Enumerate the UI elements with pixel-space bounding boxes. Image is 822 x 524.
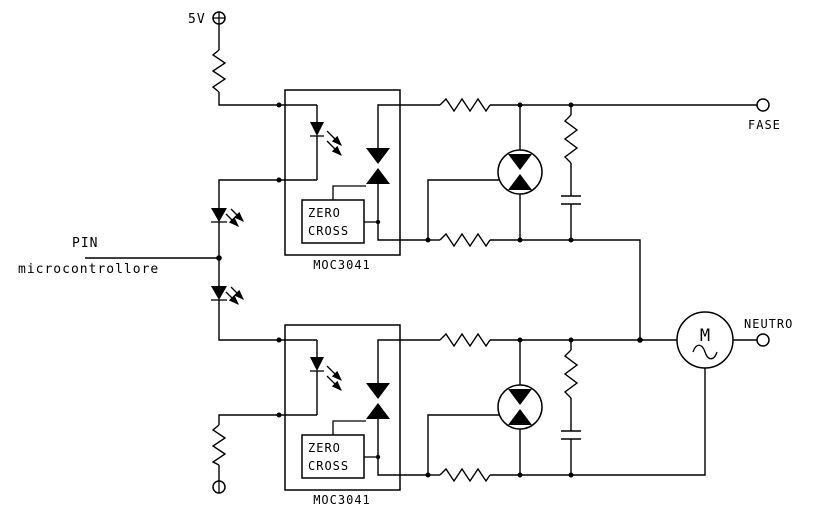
- triac-1-icon: [427, 105, 543, 240]
- opto2-triac-icon: [366, 339, 440, 476]
- motor: M NEUTRO: [640, 311, 793, 369]
- triac-2-gate-wire: [427, 414, 499, 475]
- snubber-2: [561, 340, 581, 475]
- fase-label: FASE: [748, 118, 781, 132]
- opto1-triac-icon: [366, 104, 440, 241]
- supply-terminal: 5V: [188, 11, 226, 50]
- junction-dot: [276, 102, 282, 108]
- optocoupler-1-outline: [284, 89, 401, 256]
- wire-opto2-return: [218, 414, 317, 425]
- opto2-led-icon: [310, 340, 342, 415]
- triac-2-icon: [427, 340, 543, 475]
- opto2-zero-cross-line2: CROSS: [308, 459, 349, 473]
- optocoupler-2: MOC3041 ZERO CROSS: [284, 324, 440, 507]
- triac-1-gate-wire: [427, 179, 499, 240]
- wire-pin-to-opto2: [218, 300, 317, 341]
- motor-letter: M: [700, 326, 710, 346]
- neutro-label: NEUTRO: [744, 317, 793, 331]
- opto1-zero-cross-line1: ZERO: [308, 206, 341, 220]
- opto1-led-icon: [310, 105, 342, 180]
- snubber-1: [561, 105, 581, 240]
- snubber-1-capacitor-icon: [561, 195, 581, 205]
- resistor-ch2-top: [439, 332, 491, 348]
- neutro-terminal: NEUTRO: [744, 317, 793, 347]
- fase-terminal: FASE: [748, 98, 781, 132]
- fase-terminal-icon: [756, 98, 770, 112]
- neutro-terminal-icon: [756, 333, 770, 347]
- wire-opto1-return: [218, 179, 317, 208]
- channel2-power: [425, 332, 706, 483]
- junction-dot: [276, 177, 282, 183]
- opto2-zero-cross-block: ZERO CROSS: [301, 420, 381, 479]
- resistor-ch1-top: [439, 97, 491, 113]
- motor-wave-icon: [692, 344, 718, 360]
- optocoupler-2-label: MOC3041: [313, 493, 371, 507]
- resistor-ch2-gate: [425, 467, 491, 483]
- resistor-supply: [211, 49, 227, 93]
- resistor-ch1-gate: [425, 232, 491, 248]
- wire-ch2-out: [490, 368, 706, 476]
- resistor-return: [211, 424, 227, 466]
- optocoupler-1: MOC3041 ZERO CROSS: [284, 89, 440, 272]
- optocoupler-1-label: MOC3041: [313, 258, 371, 272]
- indicator-led-1-icon: [211, 208, 244, 227]
- opto2-zero-cross-line1: ZERO: [308, 441, 341, 455]
- led-chain: PIN microcontrollore: [18, 177, 317, 343]
- optocoupler-2-outline: [284, 324, 401, 491]
- snubber-1-resistor: [563, 114, 579, 164]
- pin-input: PIN microcontrollore: [18, 236, 219, 277]
- junction-dot: [276, 412, 282, 418]
- opto1-zero-cross-block: ZERO CROSS: [301, 185, 381, 244]
- junction-dot: [276, 337, 282, 343]
- channel1-power: FASE: [425, 97, 781, 340]
- supply-label: 5V: [188, 12, 206, 27]
- opto1-zero-cross-line2: CROSS: [308, 224, 349, 238]
- snubber-2-capacitor-icon: [561, 430, 581, 440]
- pin-label: PIN: [72, 236, 98, 251]
- snubber-2-resistor: [563, 349, 579, 399]
- return-branch: [211, 412, 317, 494]
- wire-ch1-out: [490, 239, 641, 340]
- indicator-led-2-icon: [211, 286, 244, 305]
- wire-5v-to-opto1: [218, 92, 317, 106]
- pin-sublabel: microcontrollore: [18, 262, 159, 277]
